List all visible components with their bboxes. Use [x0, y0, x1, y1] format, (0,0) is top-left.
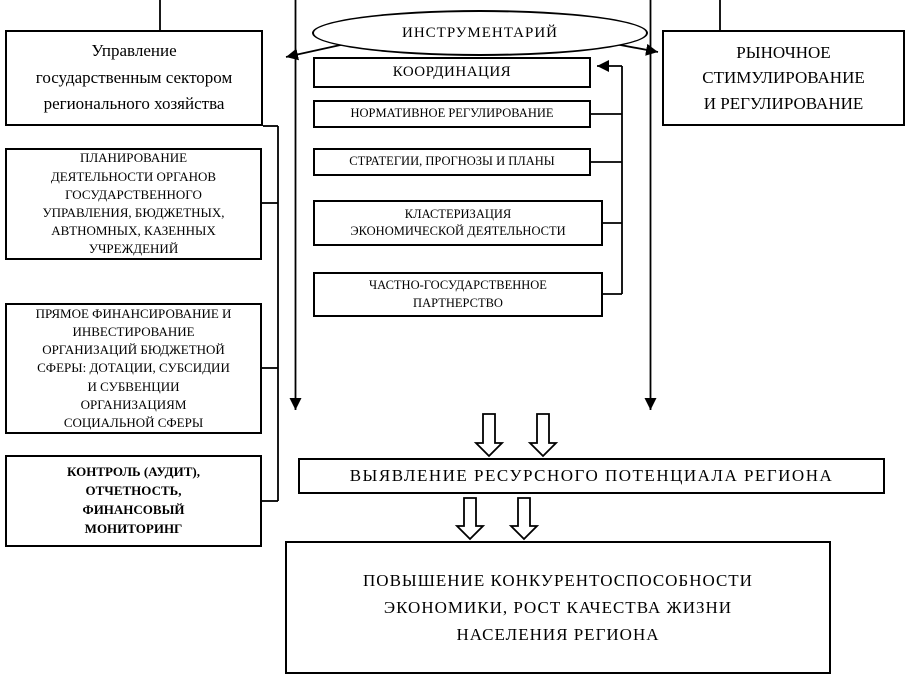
block-arrows	[454, 413, 559, 541]
instrumentarium-ellipse: ИНСТРУМЕНТАРИЙ	[312, 10, 648, 56]
resource-potential-box: ВЫЯВЛЕНИЕ РЕСУРСНОГО ПОТЕНЦИАЛА РЕГИОНА	[298, 458, 885, 494]
right-trunk-connector	[591, 60, 623, 295]
normative-regulation-box: НОРМАТИВНОЕ РЕГУЛИРОВАНИЕ	[313, 100, 591, 128]
coordination-box: КООРДИНАЦИЯ	[313, 57, 591, 88]
market-stimulation-box: РЫНОЧНОЕ СТИМУЛИРОВАНИЕ И РЕГУЛИРОВАНИЕ	[662, 30, 905, 126]
strategies-plans-box: СТРАТЕГИИ, ПРОГНОЗЫ И ПЛАНЫ	[313, 148, 591, 176]
public-private-partnership-box: ЧАСТНО-ГОСУДАРСТВЕННОЕ ПАРТНЕРСТВО	[313, 272, 603, 317]
competitiveness-box: ПОВЫШЕНИЕ КОНКУРЕНТОСПОСОБНОСТИ ЭКОНОМИК…	[285, 541, 831, 674]
ellipse-side-arrows	[285, 43, 659, 61]
state-sector-management-box: Управление государственным сектором реги…	[5, 30, 263, 126]
financing-box: ПРЯМОЕ ФИНАНСИРОВАНИЕ И ИНВЕСТИРОВАНИЕ О…	[5, 303, 262, 434]
planning-box: ПЛАНИРОВАНИЕ ДЕЯТЕЛЬНОСТИ ОРГАНОВ ГОСУДА…	[5, 148, 262, 260]
clustering-box: КЛАСТЕРИЗАЦИЯ ЭКОНОМИЧЕСКОЙ ДЕЯТЕЛЬНОСТИ	[313, 200, 603, 246]
center-down-arrows	[289, 0, 657, 410]
left-trunk-connector	[262, 125, 279, 502]
control-audit-box: КОНТРОЛЬ (АУДИТ), ОТЧЕТНОСТЬ, ФИНАНСОВЫЙ…	[5, 455, 262, 547]
top-entry-lines	[159, 0, 721, 31]
